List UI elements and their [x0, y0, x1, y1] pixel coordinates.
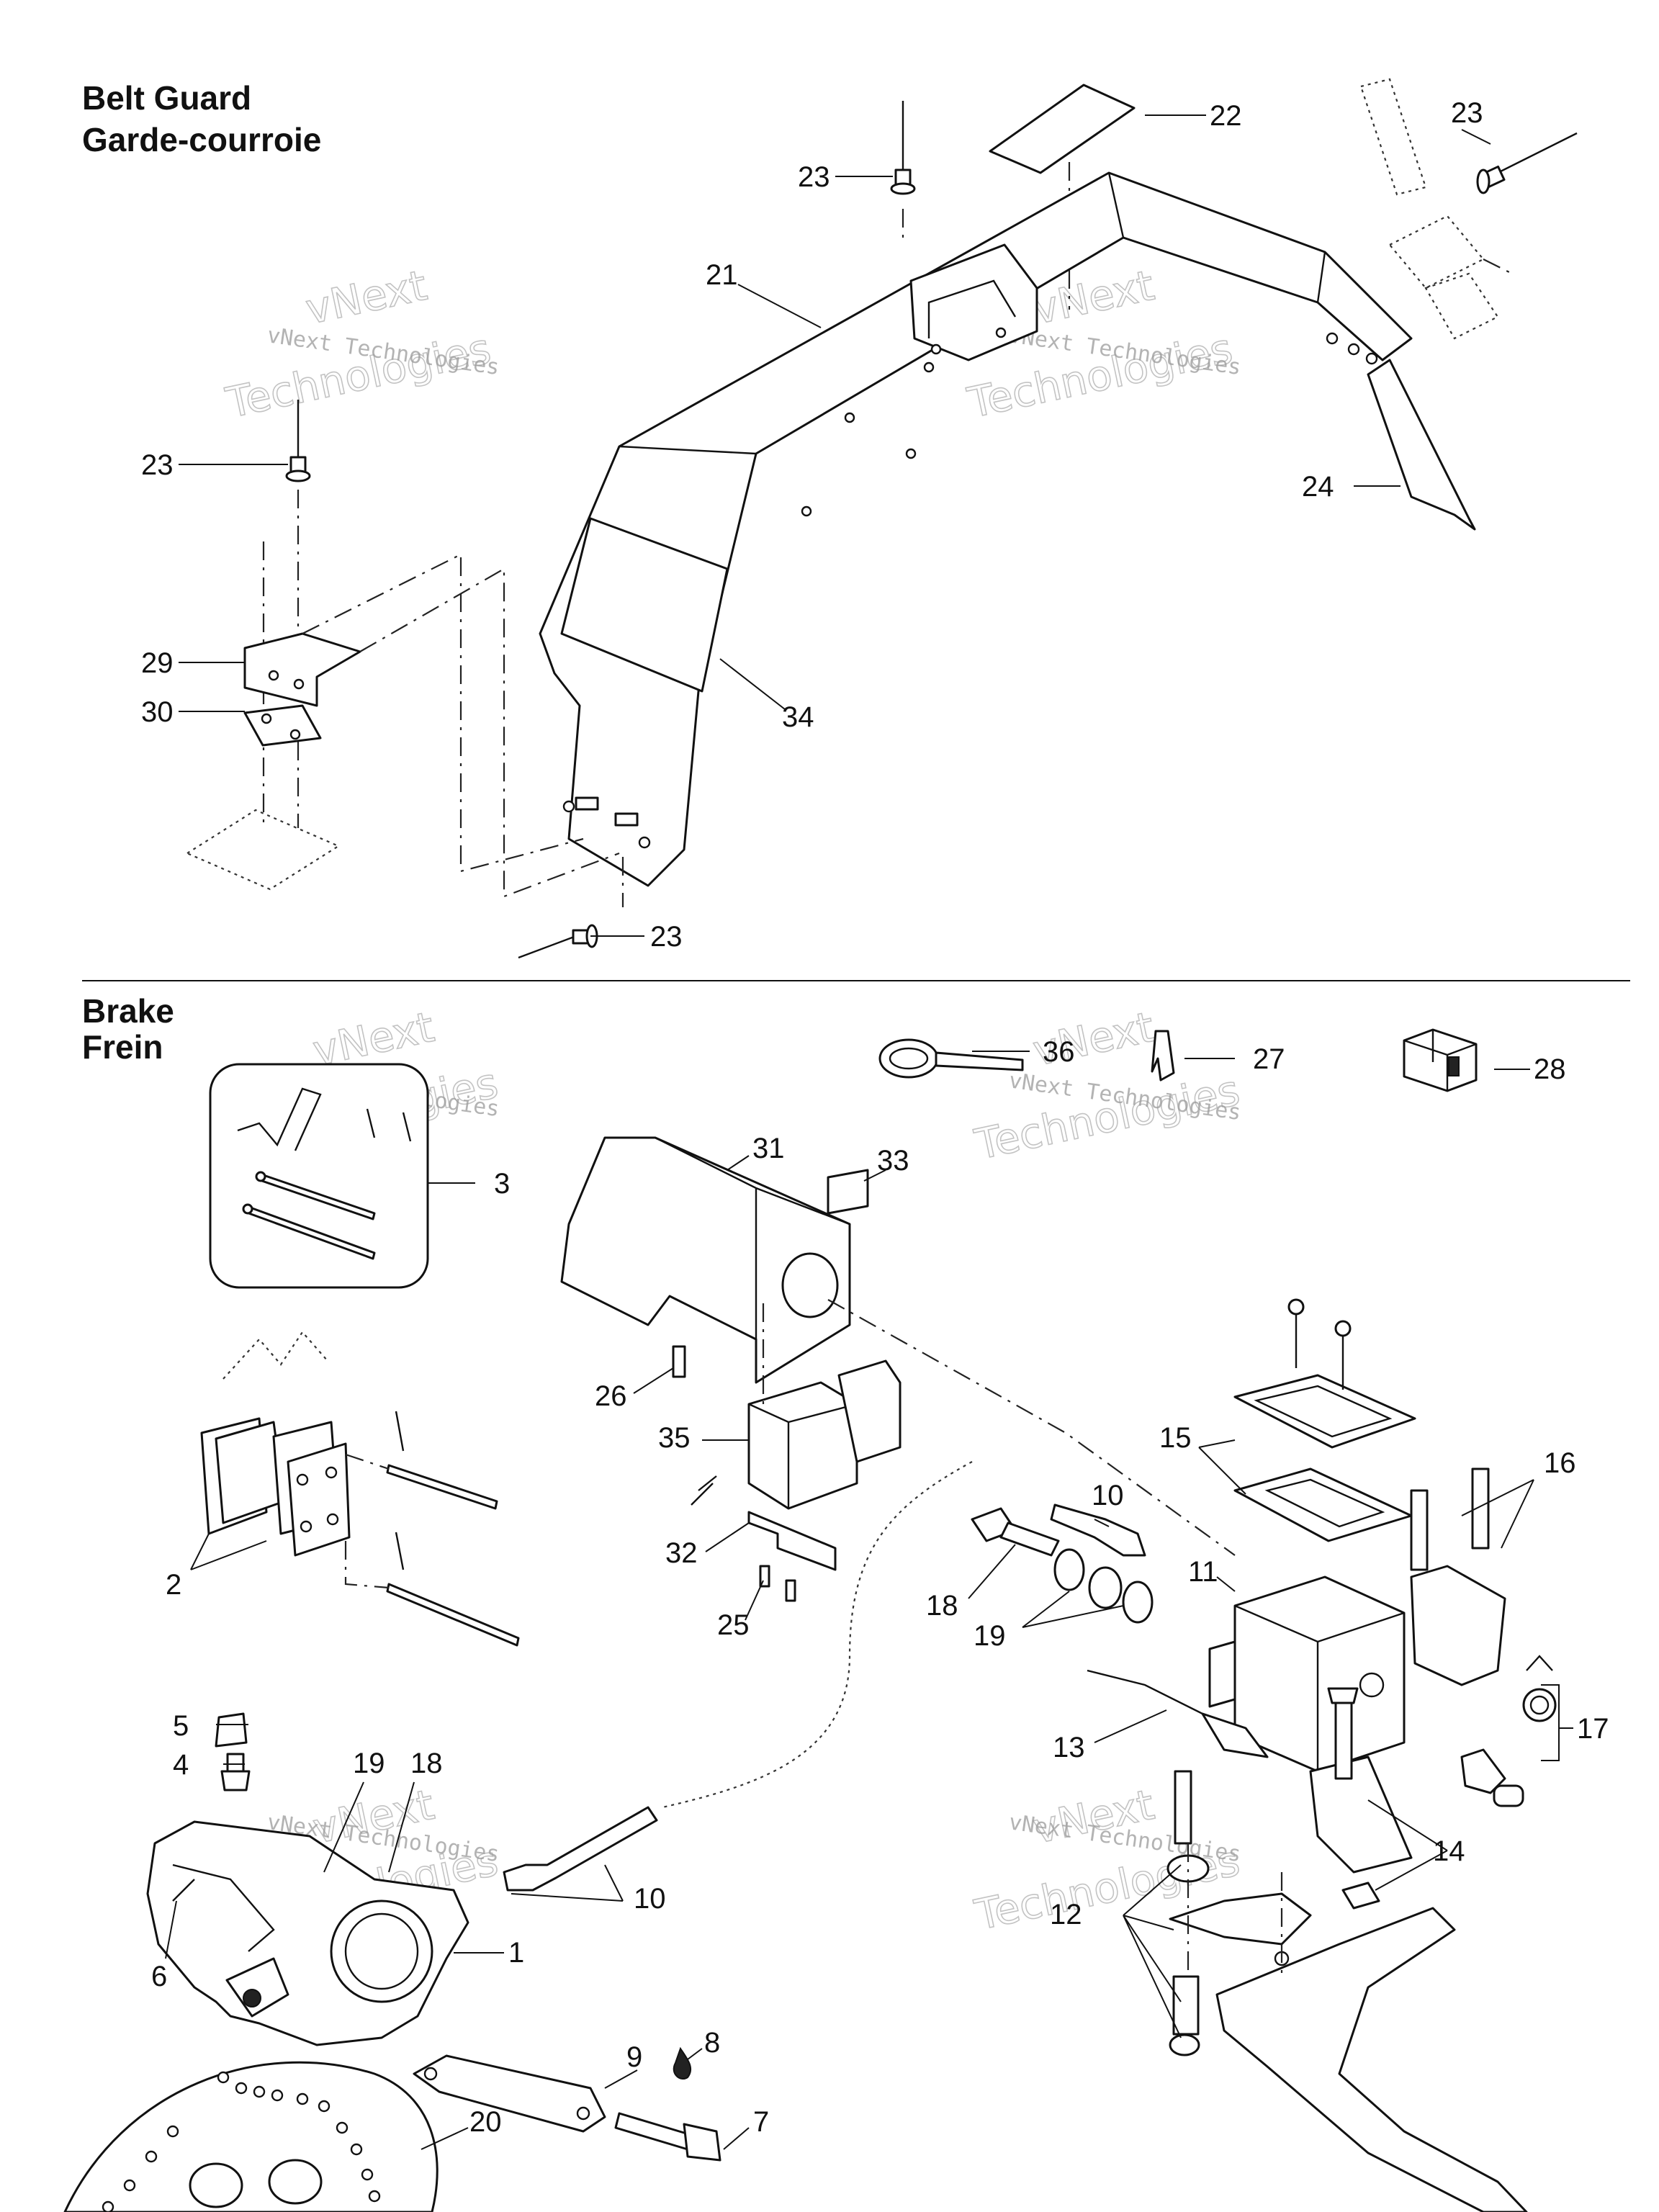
callout-24: 24 [1302, 471, 1334, 503]
part-34-label [560, 517, 729, 693]
callout-10: 10 [634, 1883, 666, 1915]
callout-4: 4 [173, 1749, 189, 1781]
part-14-bolt [1327, 1687, 1380, 1910]
part-23-rivet-bottom [518, 924, 598, 959]
callout-26: 26 [595, 1380, 627, 1412]
callout-21: 21 [706, 259, 738, 291]
callout-14: 14 [1433, 1835, 1465, 1867]
callout-6: 6 [151, 1961, 167, 1992]
callout-16: 16 [1544, 1447, 1576, 1479]
part-20-disc [63, 2061, 439, 2212]
part-8-drop [673, 2046, 692, 2080]
part-32-plate [747, 1511, 837, 1571]
callout-19: 19 [974, 1620, 1006, 1652]
callout-12: 12 [1050, 1899, 1082, 1930]
callout-23: 23 [798, 161, 830, 193]
callout-2: 2 [166, 1569, 181, 1601]
callout-7: 7 [753, 2106, 769, 2138]
callout-15: 15 [1159, 1422, 1192, 1454]
floor-plate [185, 809, 341, 891]
dotted-clip [1359, 78, 1513, 340]
part-7-bolt [614, 2112, 721, 2162]
callout-23: 23 [650, 921, 683, 953]
brake-line-path [662, 1461, 973, 1809]
part-23-rivet-right [1476, 132, 1578, 194]
part-17-cap [1522, 1688, 1557, 1722]
spring-clip [222, 1331, 328, 1380]
part-16-clamp [1410, 1467, 1506, 1686]
callout-18: 18 [410, 1748, 443, 1779]
callout-19: 19 [353, 1748, 385, 1779]
callout-32: 32 [665, 1537, 698, 1569]
part-12-pivot [1166, 1770, 1312, 2056]
belt-guard-title-en: Belt Guard [82, 79, 251, 117]
callout-13: 13 [1053, 1732, 1085, 1763]
part-35-switch [691, 1359, 902, 1510]
part-27-clip [1151, 1030, 1175, 1082]
part-26-screw [672, 1345, 686, 1378]
part-5-cap [215, 1712, 248, 1748]
part-28-block [1403, 1028, 1478, 1092]
callout-17: 17 [1577, 1713, 1609, 1745]
brake-title-fr: Frein [82, 1028, 163, 1066]
part-3-kit [209, 1063, 429, 1289]
callout-27: 27 [1253, 1043, 1285, 1075]
callout-28: 28 [1534, 1053, 1566, 1085]
callout-22: 22 [1210, 100, 1242, 132]
part-18-banjo-bolt [971, 1507, 1060, 1557]
part-36-cable-tie [878, 1038, 1024, 1079]
callout-31: 31 [752, 1133, 785, 1164]
part-10-hose [503, 1806, 658, 1892]
callout-9: 9 [626, 2041, 642, 2073]
callout-1: 1 [508, 1937, 524, 1969]
part-22-decal [989, 84, 1136, 174]
callout-10: 10 [1092, 1480, 1124, 1511]
callout-23: 23 [141, 449, 174, 481]
part-9-bracket [413, 2054, 606, 2133]
part-10-fitting [1050, 1503, 1146, 1557]
callout-18: 18 [926, 1590, 958, 1622]
callout-8: 8 [704, 2027, 720, 2059]
callout-11: 11 [1188, 1556, 1218, 1588]
part-15-cover [1233, 1298, 1416, 1542]
part-11-master-cylinder [1208, 1575, 1413, 1874]
callout-33: 33 [877, 1145, 909, 1177]
belt-guard-title-fr: Garde-courroie [82, 121, 321, 158]
part-29-bracket [243, 632, 361, 707]
callout-25: 25 [717, 1609, 750, 1641]
callout-30: 30 [141, 696, 174, 728]
svg-text:vNext: vNext [302, 261, 431, 334]
callout-36: 36 [1043, 1036, 1075, 1068]
part-4-bleeder [220, 1753, 251, 1791]
callout-5: 5 [173, 1710, 189, 1742]
part-33-label [827, 1169, 869, 1215]
callout-20: 20 [469, 2106, 502, 2138]
guard-bracket [909, 243, 1038, 361]
callout-34: 34 [782, 701, 814, 733]
part-31-cover [560, 1136, 851, 1384]
brake-title-en: Brake [82, 992, 174, 1030]
callout-29: 29 [141, 647, 174, 679]
callout-35: 35 [658, 1422, 691, 1454]
part-23-rivet-left [285, 400, 311, 482]
callout-3: 3 [494, 1168, 510, 1200]
part-30-plate [243, 704, 322, 747]
part-13-switch [1087, 1669, 1269, 1758]
part-lever [1215, 1907, 1528, 2212]
part-23-rivet-top [890, 101, 916, 245]
part-2-pads [200, 1417, 351, 1557]
callout-23: 23 [1451, 97, 1483, 129]
part-1-caliper [146, 1820, 469, 2046]
part-24-arm [1367, 359, 1476, 531]
